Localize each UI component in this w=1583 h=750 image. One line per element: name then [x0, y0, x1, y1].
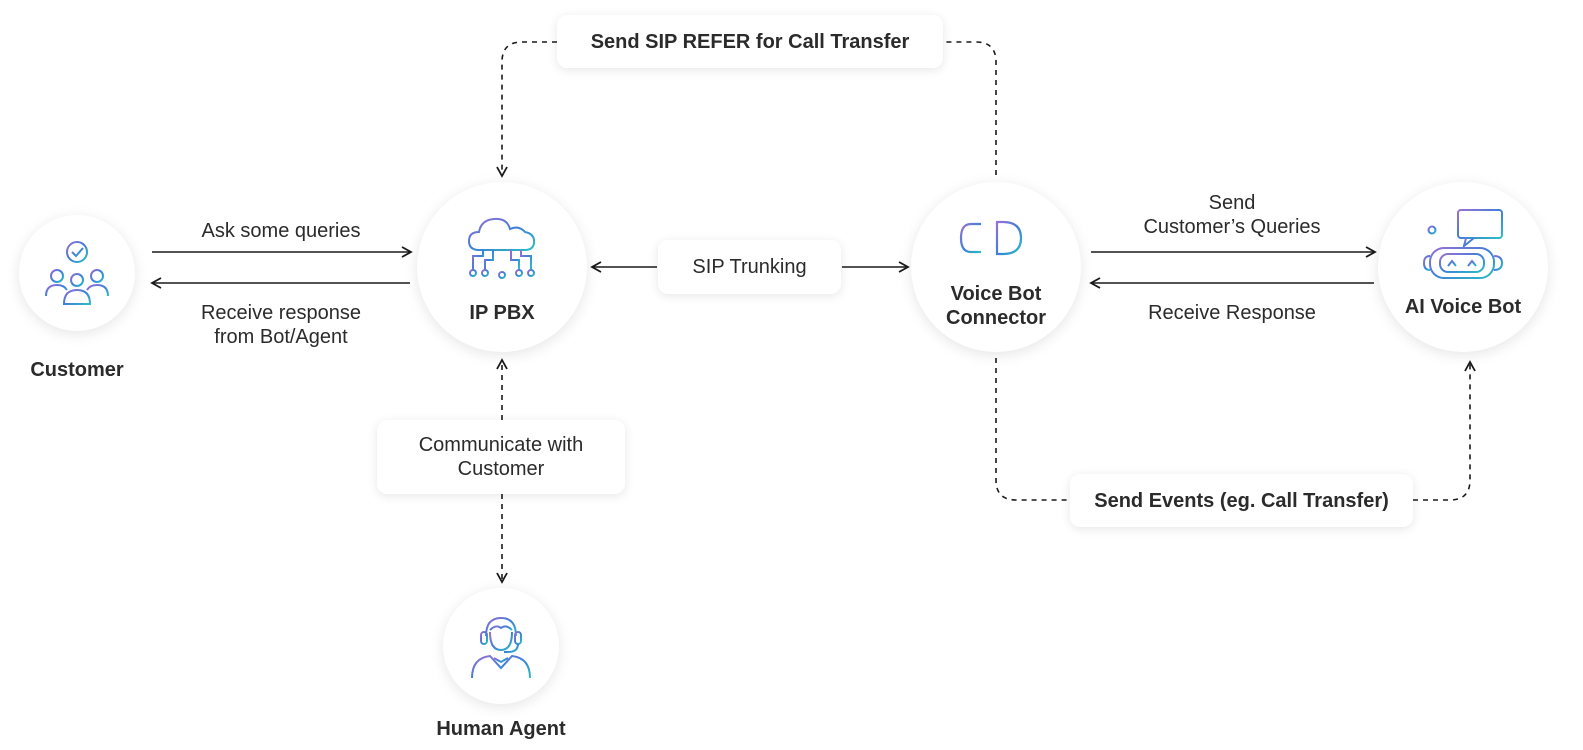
customer-group-icon — [45, 239, 109, 305]
sip-refer-text: Send SIP REFER for Call Transfer — [590, 30, 910, 53]
ai-voice-bot-node: AI Voice Bot — [1378, 182, 1548, 352]
send-events-label: Send Events (eg. Call Transfer) — [1070, 474, 1413, 527]
ai-voice-bot-label: AI Voice Bot — [1404, 296, 1522, 318]
send-queries-label-line2: Customer’s Queries — [1143, 216, 1321, 238]
human-agent-label: Human Agent — [436, 718, 566, 740]
communicate-label: Communicate with Customer — [377, 420, 625, 494]
ip-pbx-node: IP PBX — [417, 182, 587, 352]
voice-bot-connector-node: Voice Bot Connector — [911, 182, 1081, 352]
sip-refer-label: Send SIP REFER for Call Transfer — [557, 15, 943, 68]
sip-trunking-text: SIP Trunking — [692, 256, 807, 278]
receive-response-label-line2: from Bot/Agent — [214, 326, 348, 348]
voice-bot-connector-label-line2: Connector — [946, 307, 1046, 329]
receive-response-bot-label: Receive Response — [1148, 302, 1316, 324]
edge-sip-refer — [502, 41, 997, 176]
edge-send-events — [995, 358, 1470, 501]
headset-agent-icon — [471, 616, 531, 679]
ask-queries-label: Ask some queries — [201, 220, 361, 242]
communicate-text-line1: Communicate with — [418, 434, 584, 456]
voice-bot-connector-label-line1: Voice Bot — [950, 283, 1042, 305]
robot-chat-icon — [1422, 209, 1504, 279]
plug-connector-icon — [949, 220, 1045, 256]
receive-response-label-line1: Receive response — [200, 302, 362, 324]
customer-node — [19, 215, 135, 331]
send-queries-label-line1: Send — [1208, 192, 1256, 214]
cloud-network-icon — [467, 217, 536, 279]
ip-pbx-label: IP PBX — [469, 302, 535, 324]
communicate-text-line2: Customer — [457, 458, 545, 480]
human-agent-node — [443, 588, 559, 704]
sip-trunking-label: SIP Trunking — [658, 240, 841, 294]
customer-label: Customer — [30, 359, 124, 381]
send-events-text: Send Events (eg. Call Transfer) — [1094, 489, 1389, 512]
